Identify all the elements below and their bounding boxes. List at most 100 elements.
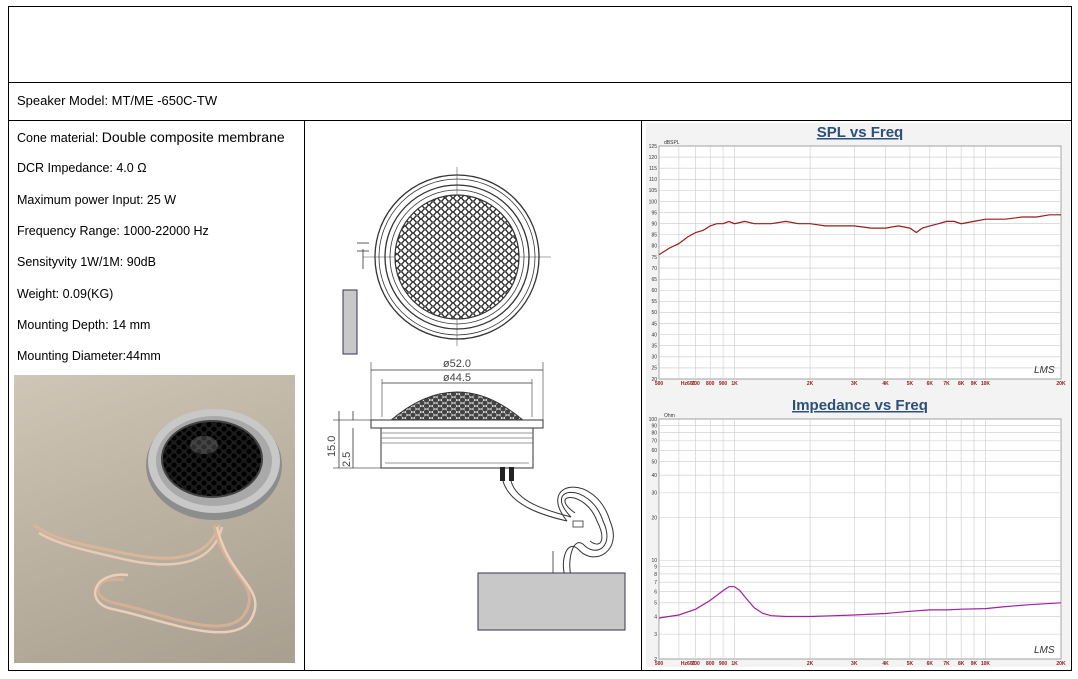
spec-cone: Cone material: Double composite membrane xyxy=(17,129,285,145)
spec-sensitivity: Sensityvity 1W/1M: 90dB xyxy=(17,255,156,269)
x-tick-label: 9K xyxy=(971,381,978,387)
y-tick-label: 70 xyxy=(651,266,657,272)
spec-power: Maximum power Input: 25 W xyxy=(17,193,177,207)
spec-frequency-range: Frequency Range: 1000-22000 Hz xyxy=(17,224,209,238)
x-tick-label: 800 xyxy=(706,661,715,667)
impedance-y-unit: Ohm xyxy=(664,413,675,419)
x-tick-label: 20K xyxy=(1056,381,1066,387)
impedance-chart: Impedance vs Freq Ohm 100908070605040302… xyxy=(649,397,1066,667)
spl-y-ticks: 125 120 115 110 105 100 95 90 85 80 75 70 65 60 55 50 45… xyxy=(649,144,658,383)
dim-inner-diameter: ø44.5 xyxy=(443,372,471,384)
y-tick-label: 100 xyxy=(649,417,658,423)
spl-chart: SPL vs Freq dBSPL 125 120 115 110 105 100 95 90… xyxy=(649,124,1066,387)
spec-depth: Mounting Depth: 14 mm xyxy=(17,318,151,332)
x-tick-label: 7K xyxy=(943,381,950,387)
y-tick-label: 25 xyxy=(651,366,657,372)
impedance-watermark: LMS xyxy=(1034,645,1055,656)
spl-watermark: LMS xyxy=(1034,365,1055,376)
dim-outer-diameter: ø52.0 xyxy=(443,358,471,370)
spl-chart-title: SPL vs Freq xyxy=(817,124,903,141)
top-view xyxy=(357,167,551,346)
x-tick-label: 900 xyxy=(719,661,728,667)
y-tick-label: 50 xyxy=(651,459,657,465)
spl-y-unit: dBSPL xyxy=(664,140,680,146)
y-tick-label: 30 xyxy=(651,491,657,497)
dim-flange: 2.5 xyxy=(341,452,353,467)
y-tick-label: 5 xyxy=(654,601,657,607)
x-tick-label: 8K xyxy=(958,381,965,387)
header-blank-row xyxy=(9,7,1071,83)
dim-height: 15.0 xyxy=(326,436,338,457)
y-tick-label: 125 xyxy=(649,144,658,150)
x-tick-label: 500 xyxy=(655,381,664,387)
y-tick-label: 105 xyxy=(649,188,658,194)
x-tick-label: 2K xyxy=(807,661,814,667)
x-tick-label: 10K xyxy=(981,661,991,667)
y-tick-label: 4 xyxy=(654,614,657,620)
x-tick-label: 700 xyxy=(691,381,700,387)
spec-dcr: DCR Impedance: 4.0 Ω xyxy=(17,161,147,175)
technical-drawing: ø52.0 ø44.5 15.0 2.5 xyxy=(326,167,626,631)
y-tick-label: 60 xyxy=(651,288,657,294)
y-tick-label: 115 xyxy=(649,166,657,172)
x-tick-label: 8K xyxy=(958,661,965,667)
main-row: Cone material: Double composite membrane… xyxy=(9,121,1071,670)
x-tick-label: 1K xyxy=(731,381,738,387)
y-tick-label: 7 xyxy=(654,580,657,586)
spec-cone-label: Cone material: xyxy=(17,131,99,145)
y-tick-label: 6 xyxy=(654,589,657,595)
x-tick-label: 9K xyxy=(971,661,978,667)
y-tick-label: 120 xyxy=(649,155,658,161)
spec-cone-value: Double composite membrane xyxy=(101,129,285,145)
x-tick-label: 1K xyxy=(731,661,738,667)
measurement-charts: SPL vs Freq dBSPL 1251201151101051009590… xyxy=(646,123,1070,667)
y-tick-label: 10 xyxy=(651,558,657,564)
y-tick-label: 30 xyxy=(651,355,657,361)
side-sample-block xyxy=(342,289,358,355)
y-tick-label: 45 xyxy=(651,321,657,327)
y-tick-label: 55 xyxy=(651,299,657,305)
y-tick-label: 80 xyxy=(651,430,657,436)
y-tick-label: 100 xyxy=(649,199,658,205)
drawing-column: ø52.0 ø44.5 15.0 2.5 xyxy=(305,121,642,670)
y-tick-label: 90 xyxy=(651,423,657,429)
x-tick-label: 900 xyxy=(719,381,728,387)
y-tick-label: 40 xyxy=(651,473,657,479)
x-tick-label: 20K xyxy=(1056,661,1066,667)
speaker-model: Speaker Model: MT/ME -650C-TW xyxy=(17,93,218,108)
spec-sheet: Speaker Model: MT/ME -650C-TW Cone mater… xyxy=(8,6,1072,671)
x-tick-label: 700 xyxy=(691,661,700,667)
impedance-series-line xyxy=(658,586,1062,619)
spl-plot-area xyxy=(658,145,1062,380)
x-tick-label: 800 xyxy=(706,381,715,387)
y-tick-label: 110 xyxy=(649,177,657,183)
cable-sample-block xyxy=(477,572,626,631)
y-tick-label: 95 xyxy=(651,210,657,216)
y-tick-label: 80 xyxy=(651,244,657,250)
x-tick-label: 5K xyxy=(907,661,914,667)
spl-grid xyxy=(658,145,1062,380)
y-tick-label: 75 xyxy=(651,255,657,261)
y-tick-label: 65 xyxy=(651,277,657,283)
spec-weight: Weight: 0.09(KG) xyxy=(17,287,114,301)
side-view: ø52.0 ø44.5 15.0 2.5 xyxy=(326,358,614,577)
tweeter-photo xyxy=(14,375,295,663)
x-tick-label: 500 xyxy=(655,661,664,667)
x-tick-label: 2K xyxy=(807,381,814,387)
spec-column: Cone material: Double composite membrane… xyxy=(9,121,305,670)
y-tick-label: 70 xyxy=(651,439,657,445)
y-tick-label: 35 xyxy=(651,344,657,350)
y-tick-label: 50 xyxy=(651,310,657,316)
x-tick-label: Hz600 xyxy=(681,661,696,667)
y-tick-label: 85 xyxy=(651,233,657,239)
impedance-chart-title: Impedance vs Freq xyxy=(792,397,928,414)
y-tick-label: 90 xyxy=(651,221,657,227)
tweeter-photo-illustration xyxy=(33,409,282,634)
impedance-grid xyxy=(658,418,1062,660)
spl-series-line xyxy=(658,214,1061,256)
y-tick-label: 2 xyxy=(654,657,657,663)
